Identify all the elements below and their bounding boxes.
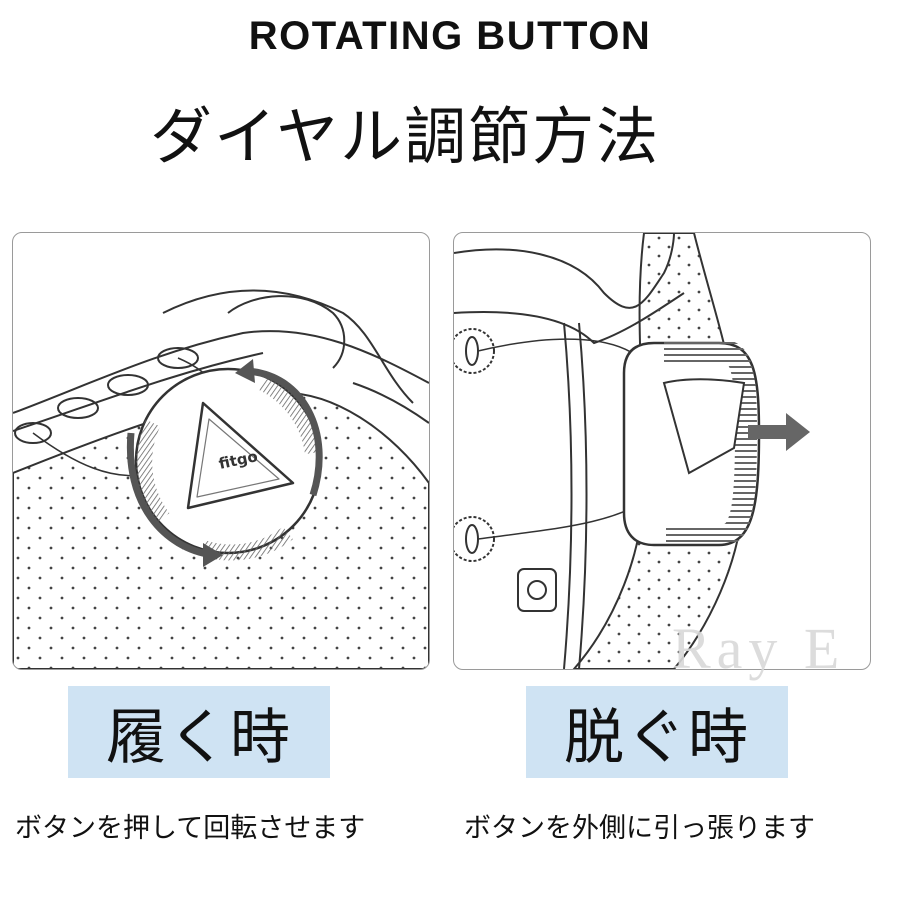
illustration-wearing: fitgo <box>12 232 430 670</box>
illustration-removing <box>453 232 871 670</box>
label-removing: 脱ぐ時 <box>526 686 788 778</box>
label-removing-text: 脱ぐ時 <box>564 702 750 773</box>
label-wearing: 履く時 <box>68 686 330 778</box>
title-english: ROTATING BUTTON <box>248 14 652 58</box>
shoe-dial-rotate-illustration: fitgo <box>13 289 429 669</box>
title-japanese: ダイヤル調節方法 <box>150 100 661 173</box>
shoe-dial-pull-illustration <box>454 233 810 669</box>
watermark: Ray E <box>672 616 846 681</box>
label-wearing-text: 履く時 <box>106 702 292 773</box>
caption-removing: ボタンを外側に引っ張ります <box>464 813 815 844</box>
caption-wearing: ボタンを押して回転させます <box>15 813 366 844</box>
